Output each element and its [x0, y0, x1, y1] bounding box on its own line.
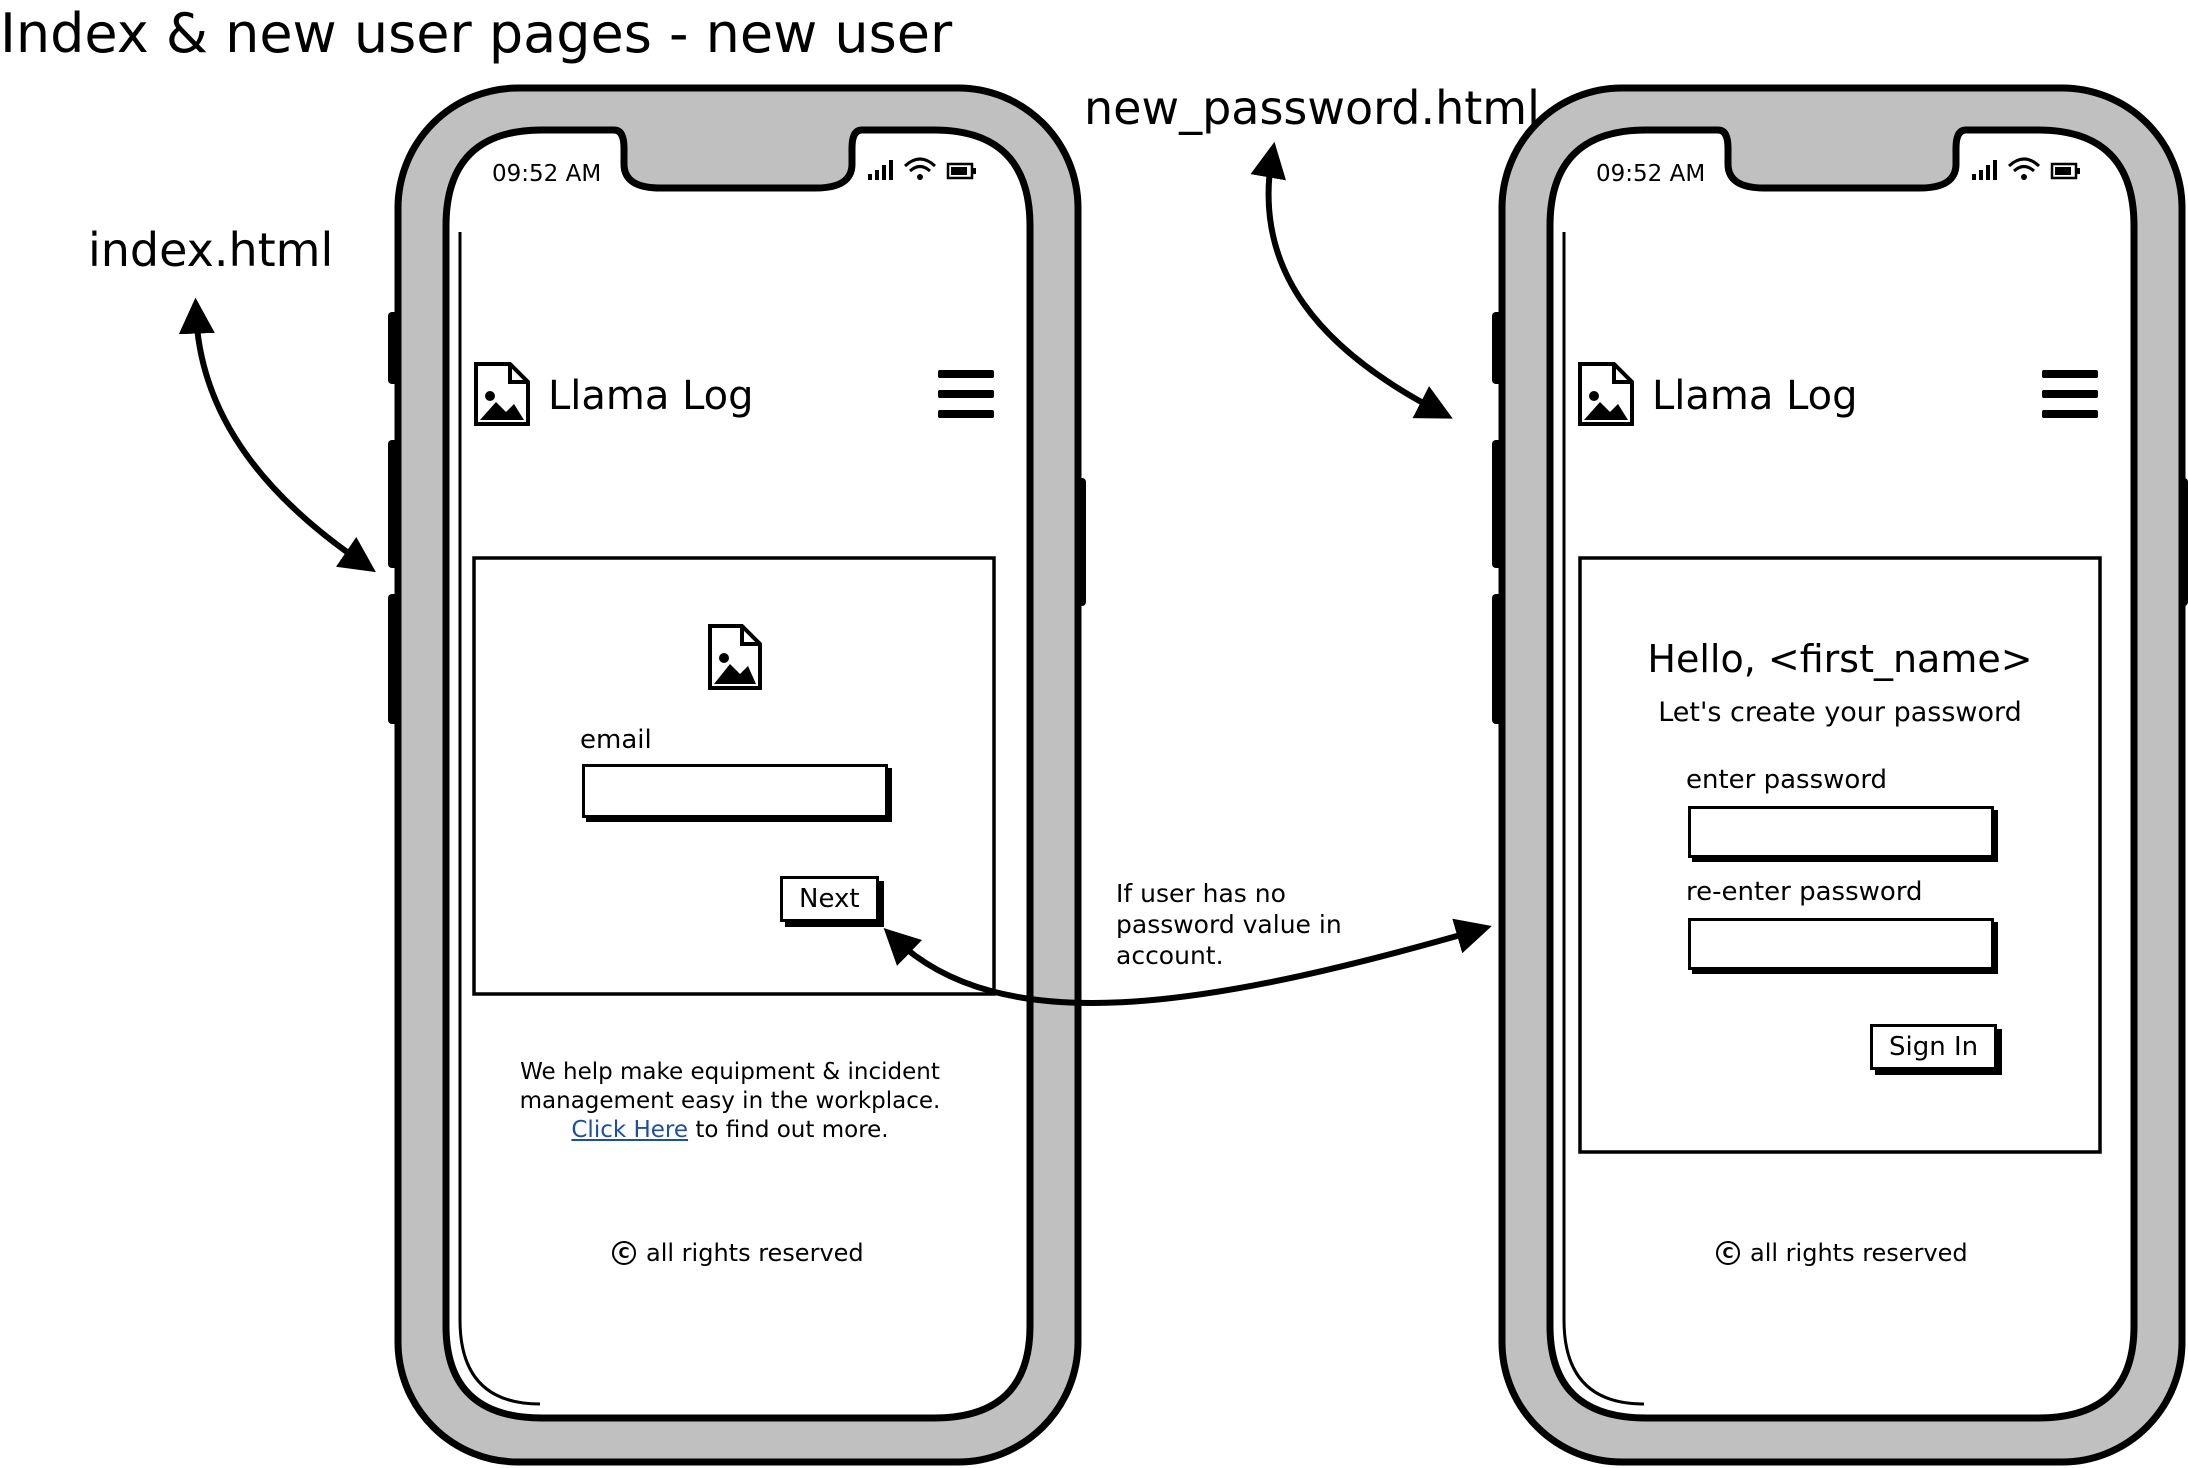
password-input[interactable] — [1688, 806, 1994, 858]
signal-icon — [868, 160, 893, 180]
greeting: Hello, <first_name> — [1647, 637, 2033, 681]
transition-note: If user has no password value in account… — [1116, 878, 1342, 971]
hamburger-menu-icon — [2042, 370, 2098, 418]
screen-inner-edge — [1562, 232, 1645, 1406]
click-here-link[interactable]: Click Here — [571, 1117, 689, 1143]
arrow-index-label — [178, 297, 376, 573]
footer: C all rights reserved — [612, 1238, 864, 1268]
next-button[interactable]: Next — [780, 876, 879, 922]
battery-icon — [2050, 162, 2080, 180]
email-input[interactable] — [582, 764, 888, 818]
reenter-password-input[interactable] — [1688, 918, 1994, 970]
email-label: email — [580, 725, 652, 755]
wifi-icon — [2007, 157, 2041, 180]
card-image-icon — [708, 624, 762, 690]
app-title: Llama Log — [1652, 373, 1858, 419]
copyright-icon: C — [612, 1241, 636, 1265]
transition-note-line-3: account. — [1116, 941, 1224, 970]
phone-frame-new-password — [1492, 84, 2188, 1466]
hamburger-menu-icon — [938, 370, 994, 418]
transition-note-line-2: password value in — [1116, 910, 1342, 939]
status-time: 09:52 AM — [1596, 161, 1706, 187]
password-label: enter password — [1686, 765, 1888, 795]
footer-text: all rights reserved — [646, 1239, 864, 1267]
tagline: We help make equipment & incident manage… — [490, 1058, 970, 1145]
footer: C all rights reserved — [1716, 1238, 1968, 1268]
logo-image-icon — [474, 362, 530, 426]
tagline-rest: to find out more. — [695, 1117, 889, 1143]
signal-icon — [1972, 160, 1997, 180]
reenter-password-label: re-enter password — [1686, 877, 1923, 907]
copyright-icon: C — [1716, 1241, 1740, 1265]
app-title: Llama Log — [548, 373, 754, 419]
footer-text: all rights reserved — [1750, 1239, 1968, 1267]
battery-icon — [946, 162, 976, 180]
tagline-line-2: management easy in the workplace. — [519, 1088, 941, 1114]
subtitle: Let's create your password — [1658, 697, 2022, 728]
tagline-line-1: We help make equipment & incident — [520, 1059, 940, 1085]
screen-inner-edge — [458, 232, 541, 1406]
sign-in-button[interactable]: Sign In — [1870, 1024, 1998, 1070]
status-time: 09:52 AM — [492, 161, 602, 187]
transition-note-line-1: If user has no — [1116, 879, 1286, 908]
tagline-line-3: Click Here to find out more. — [490, 1116, 970, 1145]
arrow-new-password-label — [1250, 141, 1453, 419]
wifi-icon — [903, 157, 937, 180]
diagram-title: Index & new user pages - new user — [0, 2, 953, 65]
logo-image-icon — [1578, 362, 1634, 426]
new-password-page-label: new_password.html — [1084, 81, 1540, 135]
index-page-label: index.html — [88, 223, 334, 277]
arrow-screen-transition — [883, 918, 1492, 1006]
